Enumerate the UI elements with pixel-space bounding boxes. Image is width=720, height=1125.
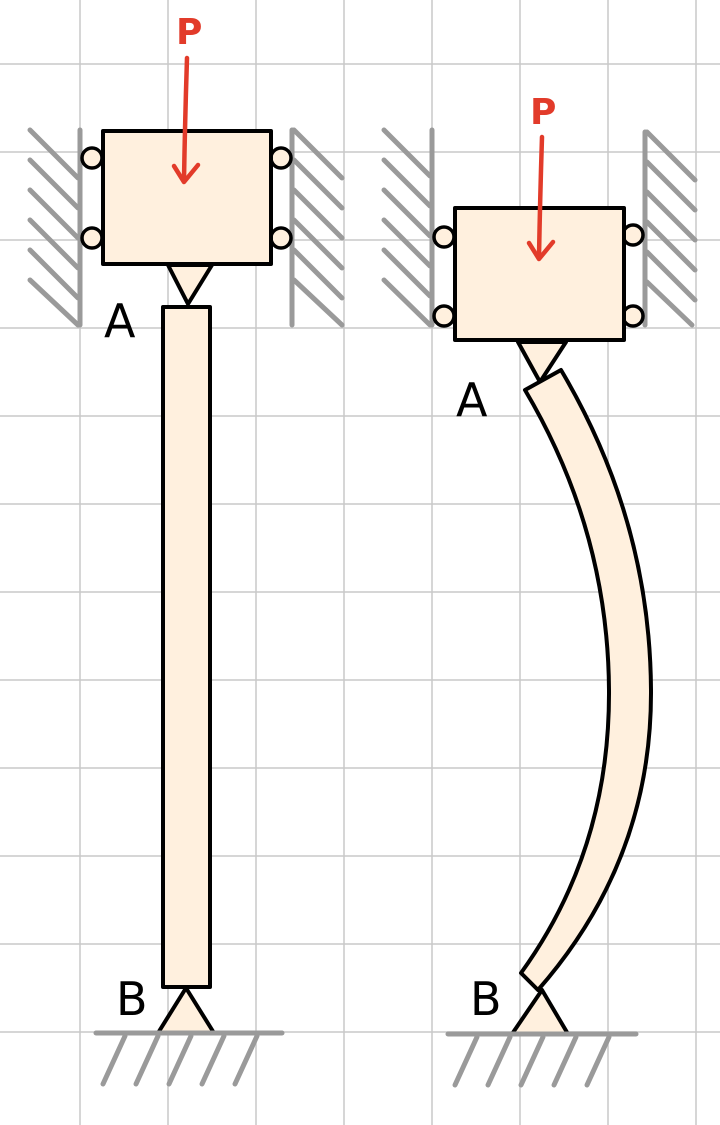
column-straight: [161, 305, 212, 989]
ground-support: [445, 1031, 639, 1088]
bottom-pin: [156, 986, 216, 1035]
load-arrow: [526, 134, 556, 262]
top-pin: [516, 340, 568, 384]
top-pin: [166, 263, 214, 306]
right-wall-support: [289, 127, 345, 328]
left-column-diagram: P A B: [27, 12, 345, 1087]
point-label-b: B: [116, 972, 148, 1026]
point-label-b: B: [470, 972, 502, 1026]
load-arrow: [171, 55, 201, 185]
left-wall-support: [381, 127, 435, 328]
point-label-a: A: [456, 373, 488, 427]
right-wall-support: [642, 129, 698, 328]
load-block: [101, 129, 273, 266]
point-label-a: A: [104, 294, 136, 348]
ground-support: [93, 1030, 285, 1087]
load-label: P: [530, 92, 556, 133]
left-wall-support: [27, 127, 83, 328]
roller-guides: [80, 146, 293, 250]
load-label: P: [176, 12, 202, 53]
column-buckled: [519, 368, 654, 992]
roller-guides: [432, 223, 645, 328]
right-column-diagram: P A B: [381, 92, 698, 1088]
